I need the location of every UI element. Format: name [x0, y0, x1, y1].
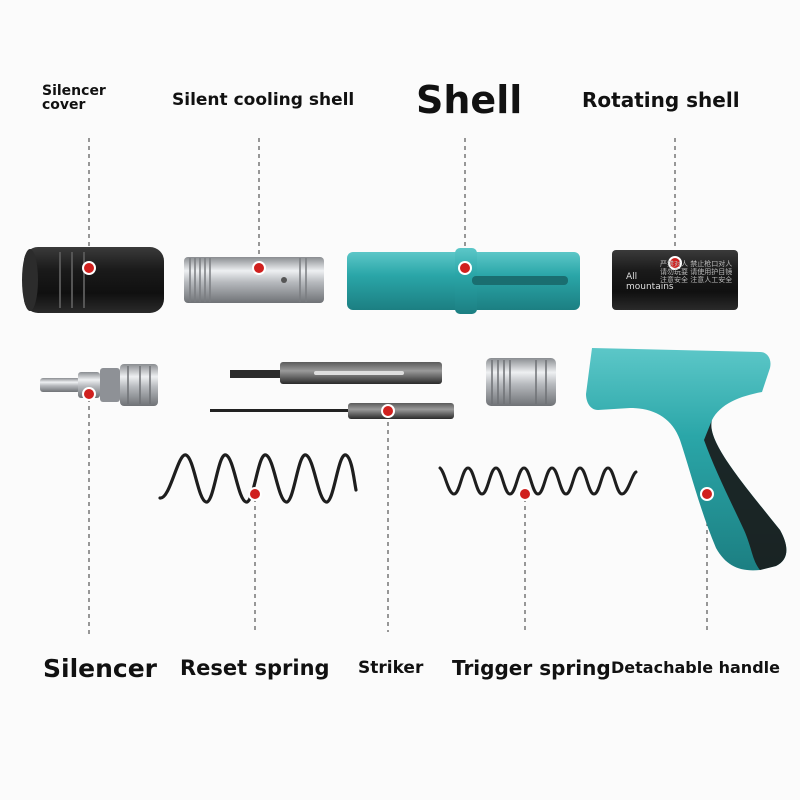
- marker-silencer: [83, 388, 95, 400]
- marker-handle: [701, 488, 713, 500]
- label-silencer-cover: Silencer cover: [42, 84, 106, 112]
- marker-reset-spring: [249, 488, 261, 500]
- silencer-part: [40, 364, 158, 406]
- label-silencer: Silencer: [43, 654, 157, 683]
- bushing-part: [486, 358, 556, 406]
- label-shell: Shell: [416, 78, 522, 122]
- rotating-shell-warning-print: 严禁对人 禁止枪口对人 请勿玩耍 请使用护目镜 注意安全 注意人工安全: [660, 260, 740, 284]
- marker-shell: [459, 262, 471, 274]
- label-trigger-spring: Trigger spring: [452, 656, 611, 680]
- label-rotating-shell: Rotating shell: [582, 88, 740, 112]
- marker-cooling-shell: [253, 262, 265, 274]
- silencer-cover-part: [22, 247, 164, 313]
- detachable-handle-part: [586, 348, 786, 570]
- striker-part: [210, 362, 454, 419]
- label-detachable-handle: Detachable handle: [611, 658, 780, 677]
- trigger-spring-part: [440, 468, 636, 494]
- label-striker: Striker: [358, 658, 423, 678]
- label-silent-cooling-shell: Silent cooling shell: [172, 90, 354, 110]
- label-reset-spring: Reset spring: [180, 656, 330, 680]
- marker-silencer-cover: [83, 262, 95, 274]
- marker-striker: [382, 405, 394, 417]
- shell-part: [347, 248, 580, 314]
- marker-trigger-spring: [519, 488, 531, 500]
